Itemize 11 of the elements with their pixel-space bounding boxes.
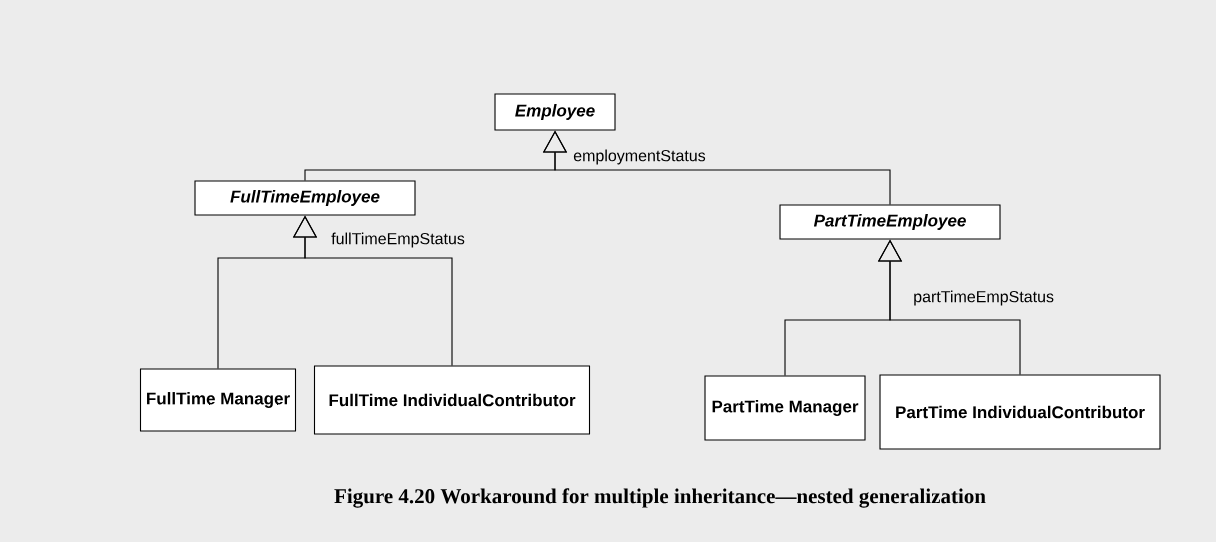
class-box: PartTimeEmployee [779, 204, 1001, 240]
class-box: FullTime Manager [139, 368, 297, 432]
edge-label: partTimeEmpStatus [914, 290, 1054, 306]
figure-caption: Figure 4.20 Workaround for multiple inheritance—nested generalization [334, 488, 986, 508]
class-box: PartTime Manager [704, 375, 866, 441]
edge-label: employmentStatus [573, 149, 706, 165]
class-box: PartTime IndividualContributor [879, 374, 1161, 450]
edge-label: fullTimeEmpStatus [331, 232, 465, 248]
class-box: Employee [494, 93, 616, 131]
class-box: FullTimeEmployee [194, 180, 416, 216]
class-box: FullTime IndividualContributor [313, 365, 591, 435]
